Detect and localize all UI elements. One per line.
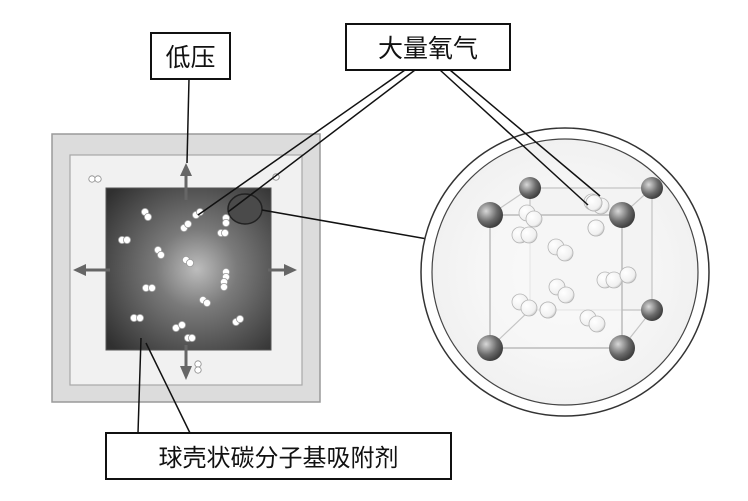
oxygen-atom xyxy=(587,219,605,237)
leader-much-oxygen-4 xyxy=(449,69,601,197)
oxygen-atom xyxy=(156,250,165,259)
oxygen-atom xyxy=(88,175,96,183)
oxygen-atom xyxy=(147,283,156,292)
arrow-down-head xyxy=(180,366,192,380)
label-much-oxygen: 大量氧气 xyxy=(197,23,601,216)
leader-adsorbent-2 xyxy=(145,342,191,434)
oxygen-atom xyxy=(177,320,186,329)
arrow-up-head xyxy=(180,163,192,176)
oxygen-atom xyxy=(525,210,543,228)
lattice-atom xyxy=(477,335,503,361)
lattice-atom xyxy=(641,177,663,199)
oxygen-atom xyxy=(123,235,132,244)
oxygen-atom xyxy=(135,313,144,322)
lattice-atoms xyxy=(477,177,663,361)
zoom-spot xyxy=(227,193,263,225)
oxygen-atom xyxy=(619,266,637,284)
oxygen-atom xyxy=(520,299,538,317)
oxygen-atom xyxy=(221,218,230,227)
core-oxygen-molecules xyxy=(118,207,244,342)
oxygen-atom xyxy=(588,315,606,333)
label-low-pressure-box xyxy=(150,32,231,80)
lattice-atom xyxy=(641,299,663,321)
lattice-atom xyxy=(609,202,635,228)
label-low-pressure: 低压 xyxy=(150,32,231,164)
oxygen-atom xyxy=(185,258,194,267)
oxygen-atom xyxy=(585,194,603,212)
zoom-view xyxy=(420,127,710,417)
oxygen-atom xyxy=(605,271,623,289)
arrow-right-head xyxy=(284,264,297,276)
pressure-arrows xyxy=(73,163,297,380)
leader-much-oxygen-3 xyxy=(439,69,589,206)
oxygen-atom xyxy=(556,244,574,262)
label-adsorbent-box xyxy=(105,432,452,480)
lattice-atom xyxy=(609,335,635,361)
oxygen-atom xyxy=(235,314,244,323)
lattice-atom xyxy=(477,202,503,228)
oxygen-atom xyxy=(202,298,211,307)
lattice-oxygen-molecules xyxy=(511,193,637,333)
oxygen-atom xyxy=(183,219,192,228)
leader-much-oxygen-2 xyxy=(227,69,416,213)
frame-oxygen-molecules xyxy=(88,173,280,374)
leader-low-pressure xyxy=(186,78,190,164)
oxygen-atom xyxy=(272,173,280,181)
label-adsorbent-text: 球壳状碳分子基吸附剂 xyxy=(159,444,399,472)
leader-adsorbent-1 xyxy=(137,337,142,434)
oxygen-atom xyxy=(219,282,228,291)
oxygen-atom xyxy=(520,226,538,244)
oxygen-atom xyxy=(194,360,202,368)
oxygen-atom xyxy=(539,301,557,319)
oxygen-atom xyxy=(557,286,575,304)
oxygen-atom xyxy=(194,366,202,374)
zoom-connector xyxy=(261,209,434,241)
oxygen-atom xyxy=(143,212,152,221)
oxygen-atom xyxy=(220,228,229,237)
label-adsorbent: 球壳状碳分子基吸附剂 xyxy=(105,337,452,480)
oxygen-atom xyxy=(94,175,102,183)
arrow-left-head xyxy=(73,264,86,276)
leader-much-oxygen-1 xyxy=(197,69,406,216)
label-much-oxygen-text: 大量氧气 xyxy=(378,34,478,63)
oxygen-atom xyxy=(187,333,196,342)
lattice-atom xyxy=(519,177,541,199)
oxygen-atom xyxy=(195,207,204,216)
label-low-pressure-text: 低压 xyxy=(165,43,215,72)
label-much-oxygen-box xyxy=(345,23,511,71)
